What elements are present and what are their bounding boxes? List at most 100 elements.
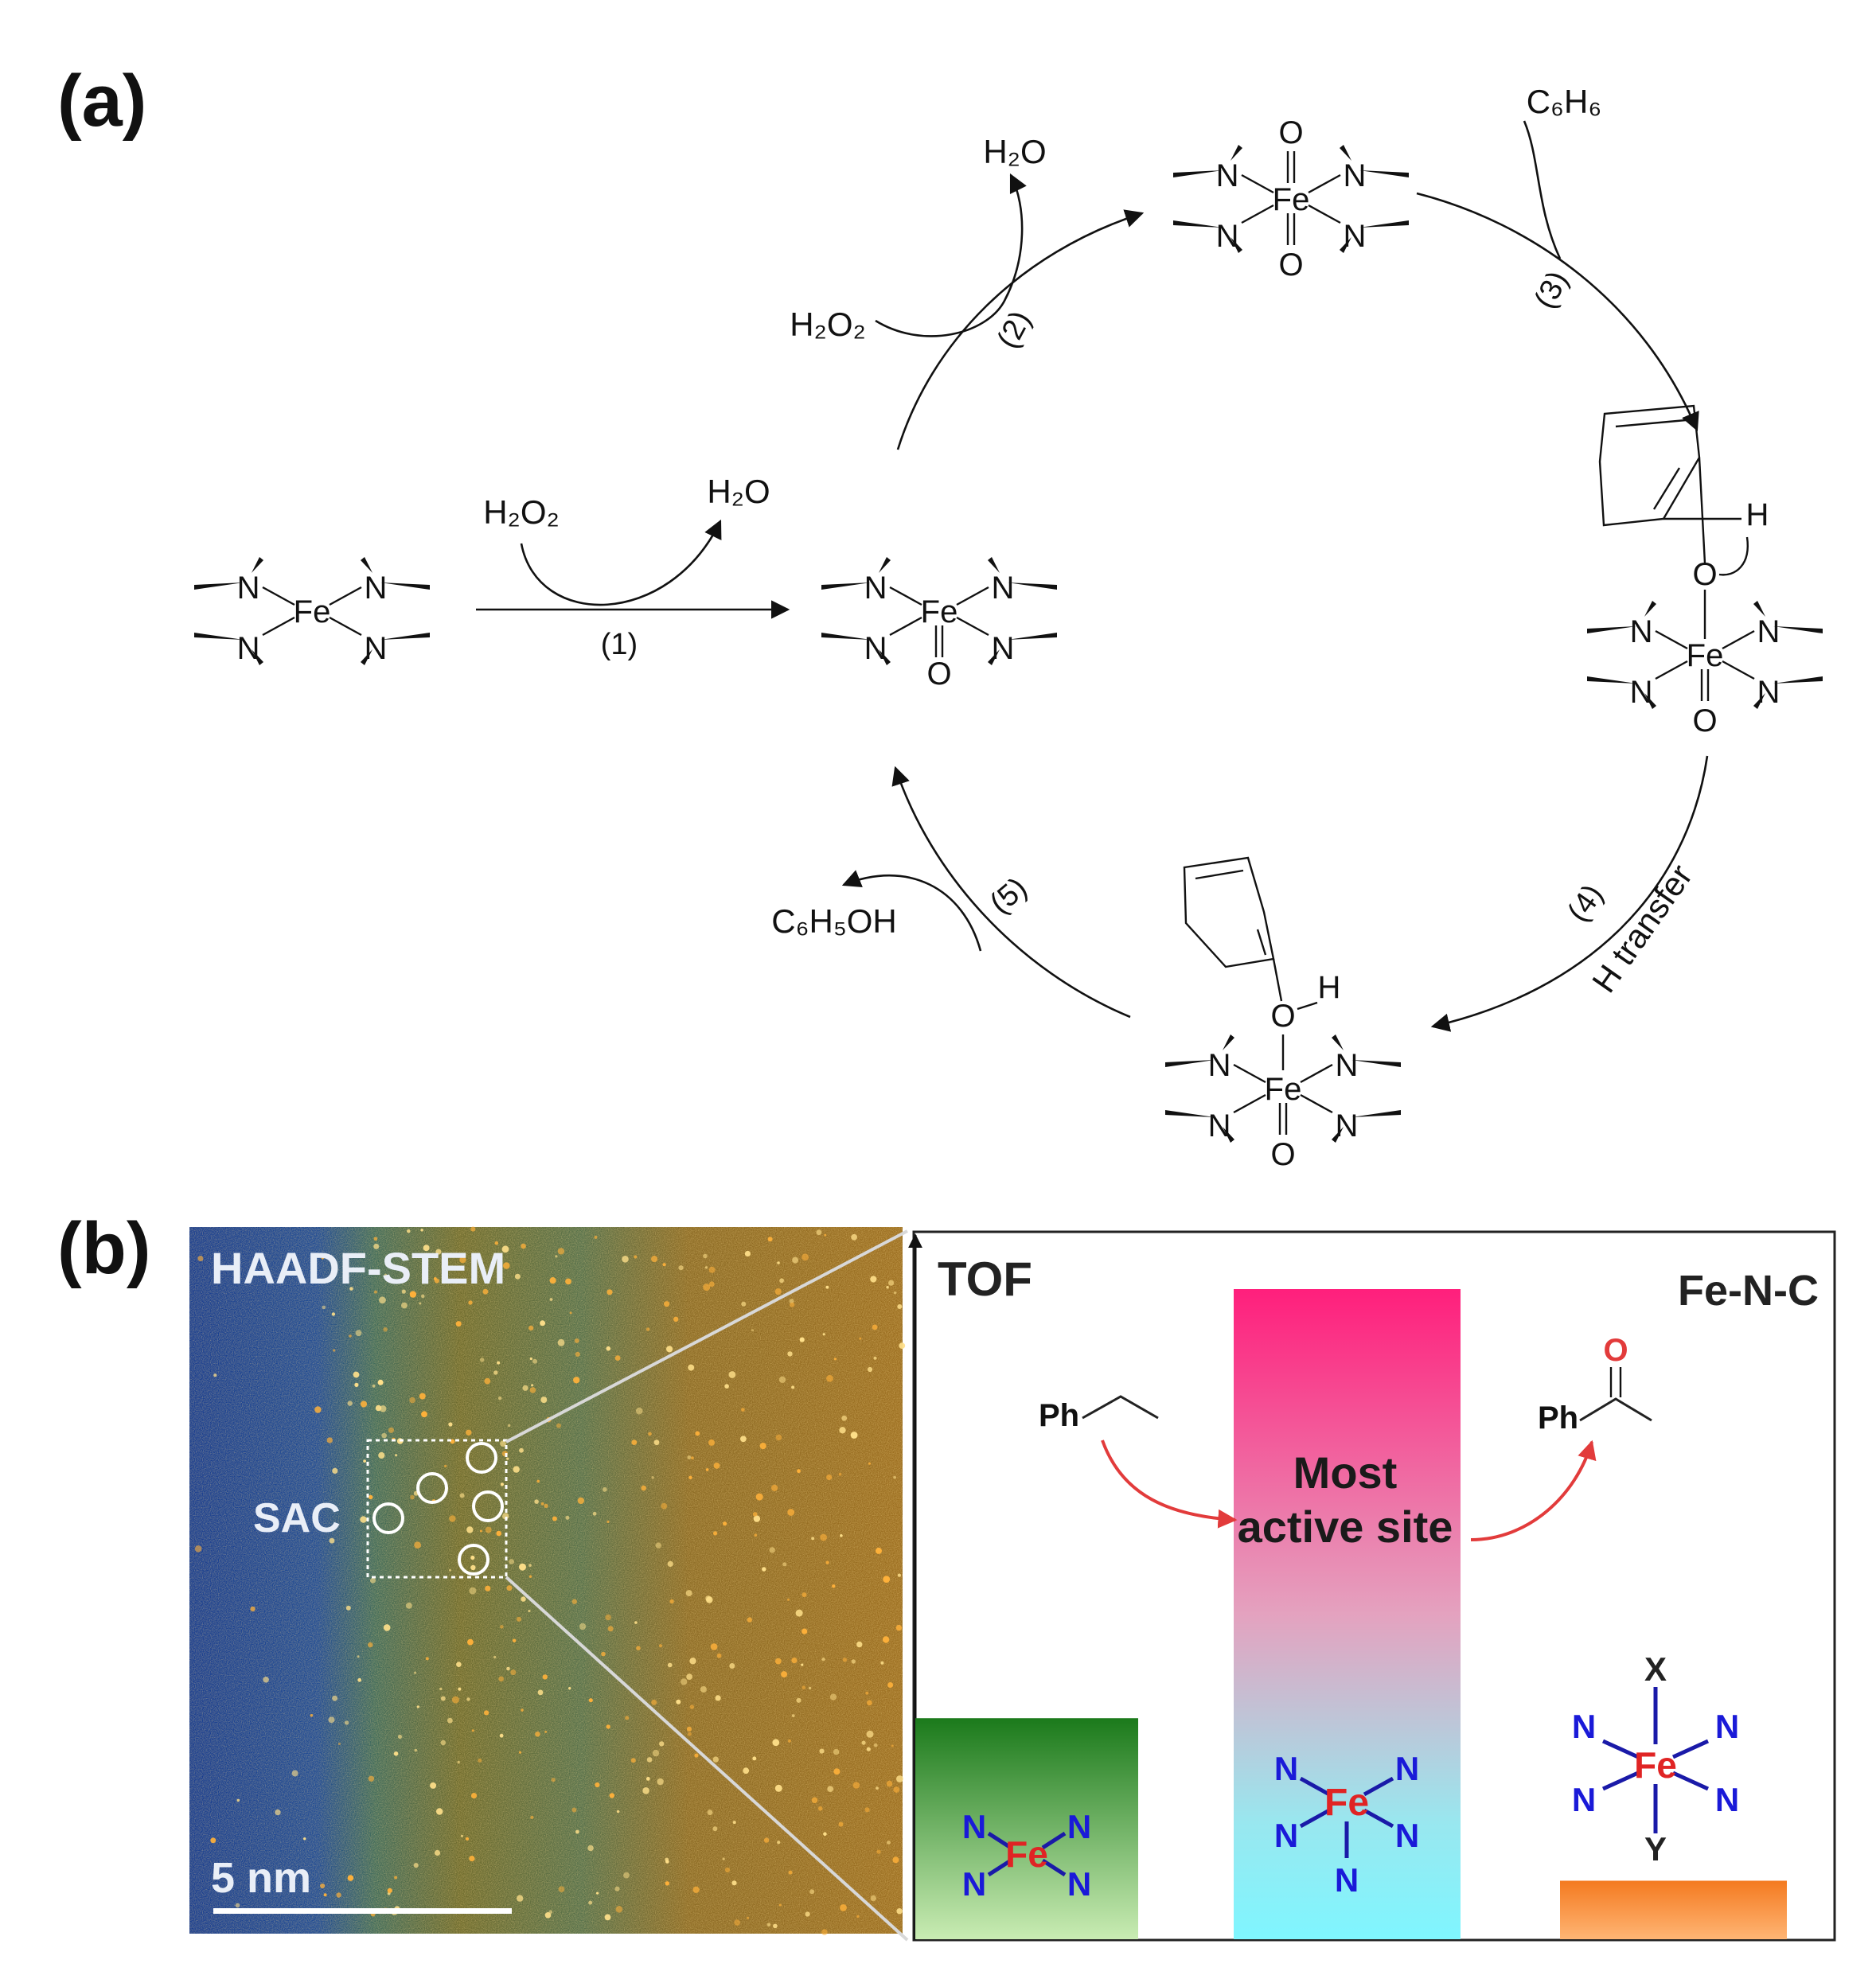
nitrogen-atom: N — [365, 571, 388, 606]
atom-spot — [893, 1786, 900, 1793]
atom-spot — [811, 1537, 815, 1541]
atom-spot — [467, 1638, 474, 1646]
nitrogen-atom: N — [1630, 614, 1653, 649]
atom-spot — [484, 1710, 489, 1716]
atom-spot — [747, 1916, 750, 1919]
atom-spot — [509, 1559, 514, 1564]
atom-spot — [710, 1643, 718, 1650]
atom-spot — [544, 1503, 548, 1508]
atom-spot — [686, 1726, 692, 1732]
atom-spot — [573, 1377, 580, 1384]
atom-spot — [809, 1889, 815, 1895]
reagent-h2o2-step1: H₂O₂ — [483, 493, 560, 531]
atom-spot — [466, 1697, 470, 1701]
atom-spot — [434, 1278, 439, 1284]
atom-spot — [741, 1301, 747, 1307]
atom-spot — [310, 1713, 314, 1717]
atom-spot — [236, 1798, 240, 1802]
atom-spot — [263, 1677, 269, 1683]
atom-spot — [444, 1464, 447, 1468]
atom-spot — [827, 1786, 834, 1793]
atom-spot — [826, 1374, 833, 1382]
atom-spot — [829, 1693, 837, 1701]
atom-spot — [410, 1494, 415, 1500]
oxygen-atom: O — [1278, 115, 1303, 150]
atom-spot — [519, 1563, 526, 1571]
atom-spot — [336, 1892, 341, 1898]
bar-fen4xy — [1560, 1880, 1787, 1939]
atom-spot — [887, 1841, 891, 1845]
single-atom-marker — [416, 1472, 448, 1504]
step-1-side-arrow — [520, 519, 722, 606]
product-ph-label: Ph — [1538, 1401, 1578, 1436]
atom-spot — [397, 1734, 403, 1740]
atom-spot — [500, 1482, 505, 1486]
atom-spot — [414, 1671, 417, 1674]
fe-dioxo-complex: Fe O O N N N N — [1172, 115, 1410, 282]
atom-spot — [653, 1440, 660, 1446]
atom-spot — [604, 1914, 611, 1921]
nitrogen-atom: N — [1757, 675, 1780, 710]
atom-spot — [375, 1404, 382, 1412]
atom-spot — [558, 1886, 565, 1893]
step-4-description: H transfer — [1585, 858, 1699, 999]
atom-spot — [568, 1687, 571, 1690]
atom-spot — [368, 1775, 375, 1782]
atom-spot — [796, 1697, 801, 1703]
atom-spot — [544, 1730, 548, 1733]
atom-spot — [895, 1624, 903, 1631]
iron-atom: Fe — [1273, 182, 1310, 217]
atom-spot — [459, 1493, 465, 1498]
atom-spot — [782, 1562, 787, 1567]
oxygen-atom: O — [1278, 247, 1303, 282]
atom-spot — [235, 1903, 240, 1908]
atom-spot — [540, 1502, 544, 1506]
atom-spot — [681, 1678, 688, 1685]
atom-spot — [713, 1531, 718, 1536]
atom-spot — [691, 1456, 694, 1460]
atom-spot — [372, 1384, 376, 1388]
nitrogen-atom: N — [1344, 158, 1367, 193]
atom-spot — [864, 1807, 870, 1813]
atom-spot — [801, 1663, 804, 1666]
atom-spot — [876, 1547, 882, 1554]
product-h2o-step1: H₂O — [707, 473, 770, 510]
benzene-adduct-complex: H Fe O O N N N N — [1585, 404, 1824, 738]
atom-spot — [634, 1255, 638, 1259]
atom-spot — [210, 1837, 216, 1844]
atom-spot — [703, 1284, 711, 1291]
atom-spot — [449, 1515, 456, 1522]
atom-spot — [435, 1249, 442, 1255]
atom-spot — [374, 1290, 377, 1294]
atom-spot — [478, 1758, 482, 1763]
atom-spot — [689, 1704, 695, 1709]
atom-spot — [695, 1431, 700, 1436]
atom-spot — [482, 1288, 489, 1295]
atom-spot — [651, 1699, 657, 1705]
atom-spot — [867, 1700, 872, 1706]
iron-atom: Fe — [1634, 1744, 1677, 1786]
atom-spot — [715, 1695, 721, 1701]
atom-spot — [716, 1653, 722, 1658]
atom-spot — [484, 1377, 491, 1385]
fe-n5-site-icon: Fe N N N N N — [1274, 1750, 1419, 1899]
step-3-side-arrow — [1523, 120, 1562, 259]
atom-spot — [458, 1687, 462, 1691]
atom-spot — [378, 1451, 385, 1459]
atom-spot — [440, 1696, 446, 1701]
atom-spot — [876, 1849, 881, 1854]
atom-spot — [688, 1732, 692, 1736]
atom-spot — [368, 1642, 373, 1648]
atom-spot — [777, 1261, 780, 1264]
atom-spot — [893, 1475, 897, 1479]
atom-spot — [732, 1821, 736, 1825]
single-atom-marker — [458, 1544, 489, 1576]
atom-spot — [833, 1358, 837, 1361]
atom-spot — [789, 1299, 794, 1304]
atom-spot — [891, 1744, 894, 1747]
atom-spot — [799, 1337, 805, 1342]
atom-spot — [722, 1857, 725, 1860]
atom-spot — [379, 1296, 386, 1304]
atom-spot — [821, 1658, 825, 1662]
